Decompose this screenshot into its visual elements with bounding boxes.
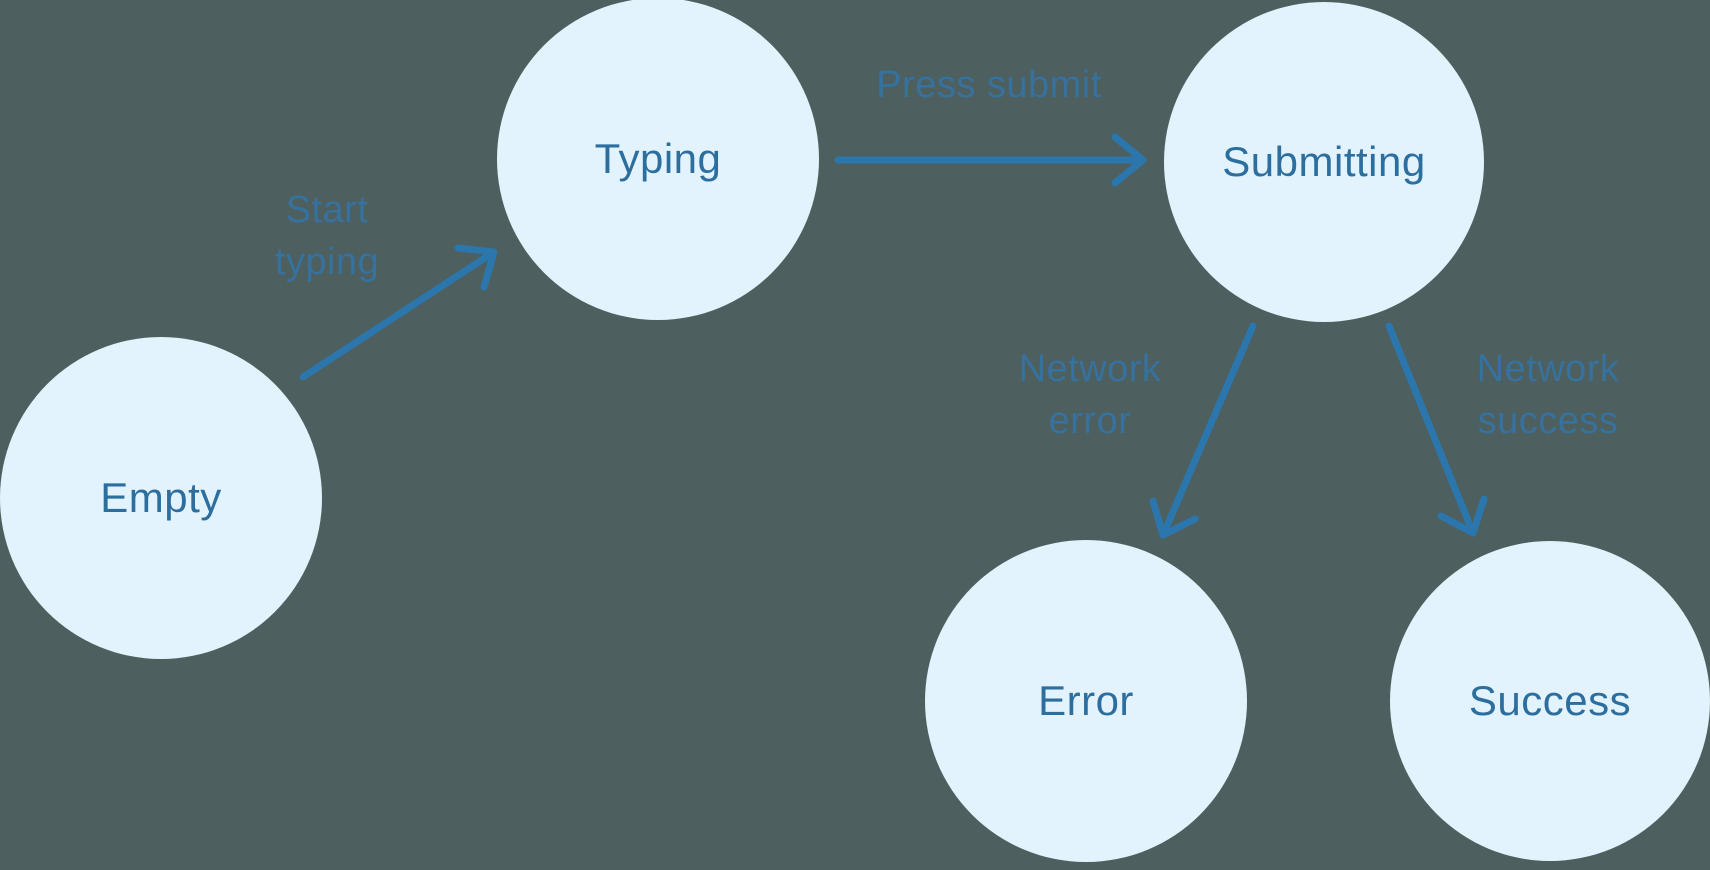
state-node-error: Error — [925, 540, 1247, 862]
state-label-empty: Empty — [100, 474, 222, 521]
edge-label-network-success: Network success — [1476, 347, 1620, 442]
state-node-empty: Empty — [0, 337, 322, 659]
arrow-line — [1159, 322, 1257, 539]
edge-arrow-submitting-success — [1385, 322, 1488, 537]
state-label-submitting: Submitting — [1222, 138, 1426, 185]
state-label-error: Error — [1038, 677, 1134, 724]
arrow-line — [1385, 322, 1477, 537]
arrow-head-icon — [454, 244, 498, 291]
edge-label-press-submit: Press submit — [876, 63, 1102, 106]
state-node-typing: Typing — [497, 0, 819, 320]
arrow-head-icon — [1437, 495, 1488, 537]
edge-arrow-typing-submitting — [834, 133, 1147, 187]
arrow-line — [299, 248, 498, 381]
edge-arrow-empty-typing — [299, 244, 498, 381]
edge-arrow-submitting-error — [1149, 322, 1257, 539]
state-label-typing: Typing — [594, 135, 722, 182]
state-label-success: Success — [1468, 677, 1632, 724]
arrow-head-icon — [1111, 133, 1147, 187]
arrow-head-icon — [1149, 497, 1199, 539]
state-node-submitting: Submitting — [1164, 2, 1484, 322]
edge-label-start-typing: Start typing — [274, 188, 380, 283]
edge-label-network-error: Network error — [1018, 347, 1162, 442]
state-node-success: Success — [1390, 541, 1710, 861]
